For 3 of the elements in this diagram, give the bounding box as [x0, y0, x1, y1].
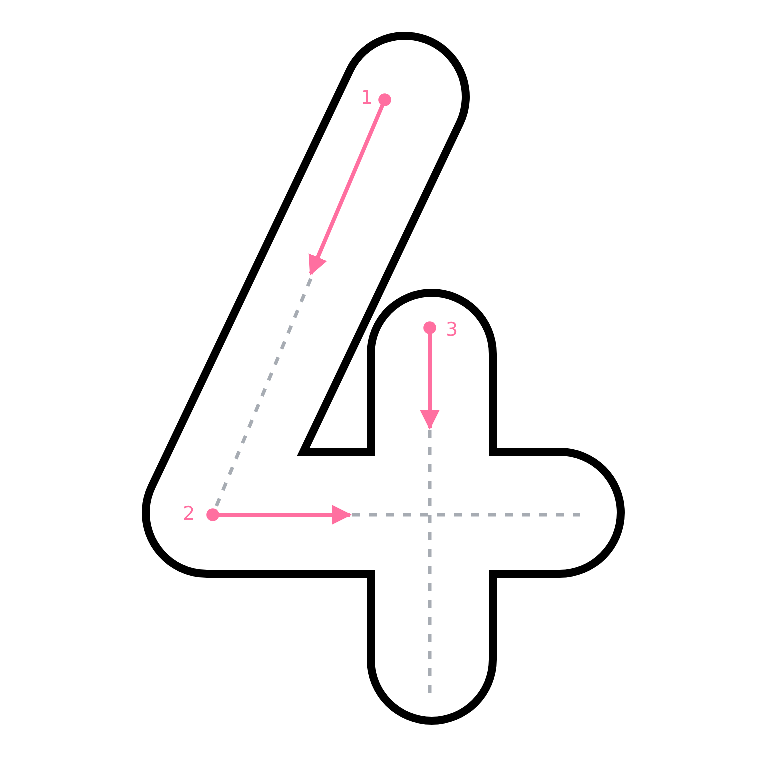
stroke-number: 1: [361, 89, 374, 108]
stroke-number: 2: [183, 505, 196, 524]
stroke-number: 3: [446, 321, 458, 340]
